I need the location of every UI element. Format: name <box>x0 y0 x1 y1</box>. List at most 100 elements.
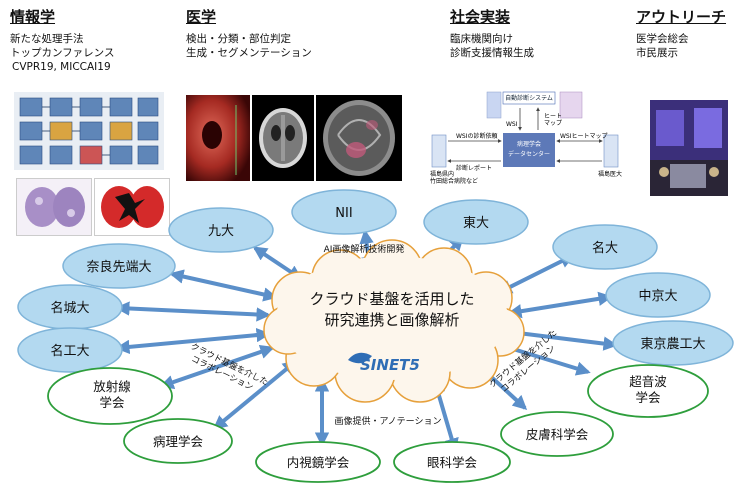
label-chukyo: 中京大 <box>638 289 677 304</box>
social-line-1: 臨床機関向け <box>450 33 513 45</box>
central-cloud: クラウド基盤を活用した 研究連携と画像解析 SINET5 <box>263 239 525 403</box>
node-pathology <box>123 418 233 464</box>
data-center-box <box>503 133 555 167</box>
pathology-tissue-image <box>16 178 92 236</box>
sinet-swoosh-icon <box>348 352 372 364</box>
segmentation-map-image <box>94 178 170 236</box>
informatics-line-3: CVPR19, MICCAI19 <box>12 61 111 73</box>
label-radiology-2: 学会 <box>99 395 125 410</box>
annotation-image-provision: 画像提供・アノテーション <box>334 415 441 427</box>
segmentation-graphic <box>101 186 164 228</box>
medicine-line-1: 検出・分類・部位判定 <box>186 33 291 45</box>
node-nii <box>291 189 397 235</box>
mri-scan-graphic <box>323 100 395 176</box>
informatics-description: 新たな処理手法 トップカンファレンス CVPR19, MICCAI19 <box>10 32 114 74</box>
tissue-graphic <box>25 187 85 227</box>
label-pathology: 病理学会 <box>153 434 204 449</box>
heading-medicine: 医学 <box>186 8 217 26</box>
society-nodes <box>47 364 709 483</box>
medicine-line-2: 生成・セグメンテーション <box>186 47 312 59</box>
label-ultrasound-2: 学会 <box>635 390 661 405</box>
outreach-description: 医学会総会 市民展示 <box>636 32 689 60</box>
node-chukyo <box>605 272 711 318</box>
auto-system-label: 自動診断システム <box>505 94 553 102</box>
exhibition-graphic <box>650 100 728 196</box>
left-site-label-2: 竹田総合病院など <box>430 177 478 185</box>
arrow-meiko <box>115 327 271 355</box>
label-noko: 東京農工大 <box>640 336 705 352</box>
node-kyushu <box>168 207 274 253</box>
wsi-request-label: WSIの診断依頼 <box>456 132 498 140</box>
label-kyushu: 九大 <box>208 224 234 239</box>
node-todai <box>423 199 529 245</box>
sinet5-logo: SINET5 <box>360 356 420 374</box>
heading-informatics: 情報学 <box>10 8 56 26</box>
outreach-line-1: 医学会総会 <box>636 33 689 45</box>
social-line-2: 診断支援情報生成 <box>450 47 534 59</box>
right-hospital-icon <box>603 134 619 168</box>
annotation-ai-dev: AI画像解析技術開発 <box>324 243 405 255</box>
right-site-label: 福島医大 <box>598 170 622 178</box>
cloud-title-line-1: クラウド基盤を活用した <box>309 290 474 308</box>
node-radiology <box>47 367 173 425</box>
annotation-left-collab: クラウド基盤を介した コラボレーション <box>189 341 270 393</box>
social-description: 臨床機関向け 診断支援情報生成 <box>450 32 534 60</box>
heatmap-top-label-2: マップ <box>544 120 562 127</box>
cloud-title-line-2: 研究連携と画像解析 <box>324 311 459 329</box>
arrow-nara <box>169 269 278 302</box>
informatics-line-2: トップカンファレンス <box>10 47 115 59</box>
arrow-noko <box>507 326 618 351</box>
wsi-label: WSI <box>506 121 518 128</box>
label-dermatology: 皮膚科学会 <box>526 427 589 442</box>
node-meiko <box>17 327 123 373</box>
auto-system-box <box>502 91 556 105</box>
data-center-label-2: データセンター <box>508 150 550 158</box>
label-nara: 奈良先端大 <box>86 259 151 275</box>
flow-diagram: 自動診断システム WSI ヒート マップ 病理学会 データセンター WSIの診断… <box>430 91 622 185</box>
arrow-chukyo <box>507 291 613 319</box>
arrow-nagoya <box>497 254 575 294</box>
node-ophthalmology <box>393 441 511 483</box>
university-nodes <box>17 189 734 373</box>
arrow-pathology <box>212 360 298 430</box>
label-meijo: 名城大 <box>50 300 89 316</box>
endoscopy-image <box>186 95 250 181</box>
heading-outreach: アウトリーチ <box>636 8 727 26</box>
ct-scan-graphic <box>259 108 307 168</box>
exhibition-photo <box>650 100 728 196</box>
left-site-label-1: 福島県内 <box>430 170 454 178</box>
diagnosis-report-label: 診断レポート <box>456 164 492 172</box>
mri-scan-image <box>316 95 402 181</box>
label-endoscopy: 内視鏡学会 <box>287 455 350 470</box>
university-labels: NII 九大 東大 奈良先端大 名大 名城大 中京大 名工大 東京農工大 <box>50 206 705 359</box>
outreach-line-2: 市民展示 <box>636 47 678 59</box>
label-ophthalmology: 眼科学会 <box>427 455 478 470</box>
data-center-label-1: 病理学会 <box>517 140 541 148</box>
medicine-description: 検出・分類・部位判定 生成・セグメンテーション <box>186 32 312 60</box>
node-endoscopy <box>255 441 381 483</box>
ct-scan-image <box>252 95 314 181</box>
network-grid-graphic <box>19 97 159 165</box>
society-labels: 放射線 学会 病理学会 内視鏡学会 眼科学会 皮膚科学会 超音波 学会 <box>93 374 667 470</box>
label-ultrasound-1: 超音波 <box>629 374 667 389</box>
arrow-meijo <box>115 301 271 322</box>
node-nara <box>62 243 176 289</box>
slide-left-graphic <box>486 91 502 119</box>
node-ultrasound <box>587 364 709 418</box>
left-hospital-icon <box>431 134 447 168</box>
node-nagoya <box>552 224 658 270</box>
network-diagram-image <box>14 92 164 170</box>
informatics-line-1: 新たな処理手法 <box>10 33 84 45</box>
heading-social: 社会実装 <box>450 8 511 26</box>
wsi-heatmap-label: WSIヒートマップ <box>560 133 608 140</box>
node-dermatology <box>500 411 614 457</box>
heatmap-top-label-1: ヒート <box>544 113 562 120</box>
endoscopy-graphic <box>186 95 250 181</box>
label-todai: 東大 <box>463 215 489 231</box>
slide-right-graphic <box>559 91 583 119</box>
label-radiology-1: 放射線 <box>93 379 131 394</box>
label-meiko: 名工大 <box>50 343 89 359</box>
label-nii: NII <box>335 206 352 221</box>
label-nagoya: 名大 <box>592 240 618 256</box>
